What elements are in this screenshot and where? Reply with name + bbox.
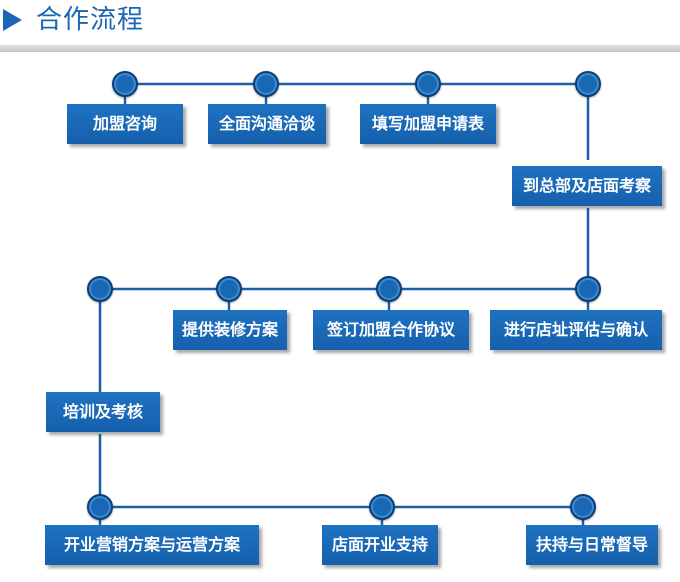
step-ongoing-supervision: 扶持与日常督导: [526, 525, 658, 565]
step-opening-support: 店面开业支持: [322, 525, 438, 565]
step-fill-application: 填写加盟申请表: [360, 104, 496, 144]
step-site-evaluation: 进行店址评估与确认: [490, 310, 662, 350]
title-arrow-icon: [3, 9, 22, 31]
flow-node-5: [575, 276, 601, 302]
page-title: 合作流程: [36, 5, 145, 35]
flow-node-8: [87, 276, 113, 302]
flow-node-9: [87, 494, 113, 520]
flow-node-6: [376, 276, 402, 302]
flow-node-7: [216, 276, 242, 302]
step-marketing-operation-plan: 开业营销方案与运营方案: [45, 525, 259, 565]
title-divider: [0, 45, 680, 52]
flow-node-11: [570, 494, 596, 520]
header: 合作流程: [0, 0, 680, 56]
flow-node-3: [415, 71, 441, 97]
step-sign-agreement: 签订加盟合作协议: [313, 310, 469, 350]
step-hq-store-visit: 到总部及店面考察: [512, 166, 662, 206]
step-franchise-inquiry: 加盟咨询: [67, 104, 183, 144]
flow-node-1: [112, 71, 138, 97]
flow-node-10: [369, 494, 395, 520]
flow-node-4: [575, 71, 601, 97]
step-full-negotiation: 全面沟通洽谈: [208, 104, 326, 144]
step-decoration-plan: 提供装修方案: [173, 310, 287, 350]
connector-row-1: [125, 82, 590, 160]
step-training-assessment: 培训及考核: [46, 392, 160, 432]
flow-node-2: [253, 71, 279, 97]
